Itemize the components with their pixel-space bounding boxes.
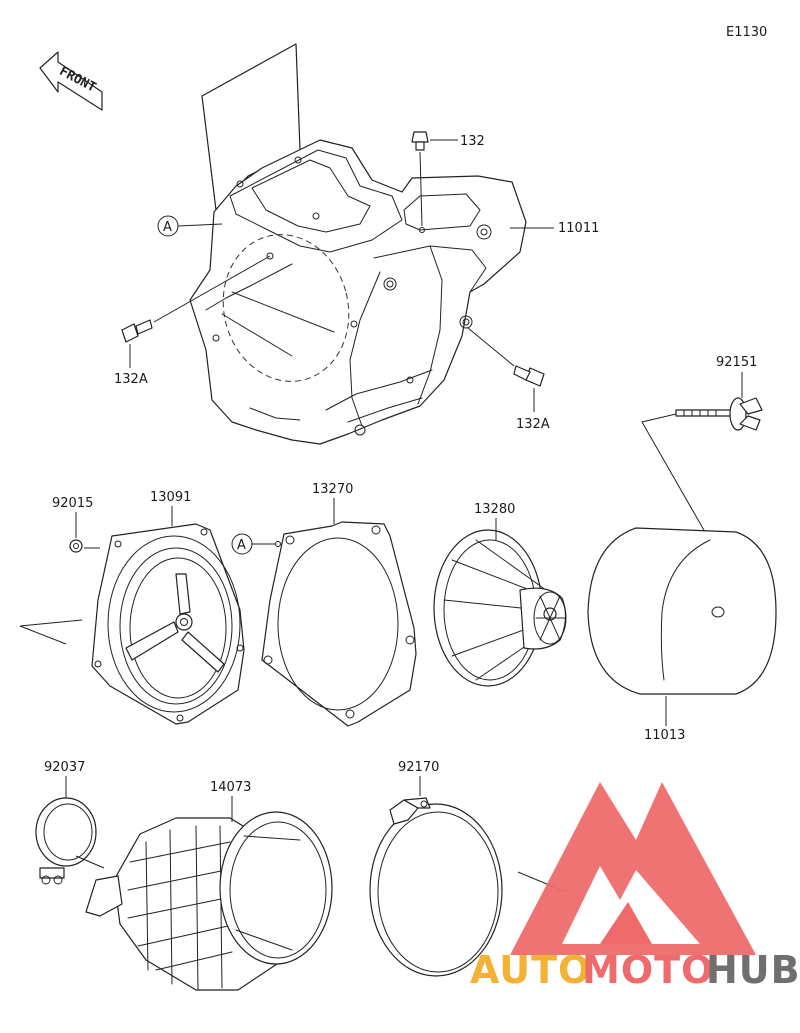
clamp-92170[interactable] — [369, 776, 567, 977]
wing-bolt-92151[interactable] — [675, 372, 763, 431]
label-92015: 92015 — [52, 496, 93, 511]
label-132: 132 — [460, 134, 485, 149]
label-13091: 13091 — [150, 490, 191, 505]
nut-92015[interactable] — [69, 512, 100, 553]
bolt-132[interactable] — [411, 131, 458, 227]
label-13270: 13270 — [312, 482, 353, 497]
logo-text-auto: AUTO — [470, 948, 591, 992]
label-14073: 14073 — [210, 780, 251, 795]
clamp-band-92037[interactable] — [35, 776, 105, 885]
gasket-13270[interactable] — [261, 498, 417, 727]
svg-text:A: A — [237, 538, 246, 553]
filter-cage-13280[interactable] — [433, 518, 567, 687]
label-11011: 11011 — [558, 221, 599, 236]
label-92151: 92151 — [716, 355, 757, 370]
automotohub-logo: AUTO MOTO HUB — [470, 782, 800, 992]
logo-text-moto: MOTO — [582, 948, 714, 992]
bolt-132a-right[interactable] — [467, 327, 545, 412]
bolt-132a-left[interactable] — [121, 255, 271, 368]
air-filter-element-11013[interactable] — [587, 527, 777, 726]
label-13280: 13280 — [474, 502, 515, 517]
front-direction-icon: FRONT — [39, 51, 103, 111]
label-11013: 11013 — [644, 728, 685, 743]
diagram-code: E1130 — [726, 25, 767, 40]
ref-marker-a-mid: A — [231, 533, 281, 555]
label-92037: 92037 — [44, 760, 85, 775]
air-duct-14073[interactable] — [85, 796, 333, 991]
ref-marker-a-top: A — [157, 215, 223, 237]
label-132a-right: 132A — [516, 417, 550, 432]
label-92170: 92170 — [398, 760, 439, 775]
svg-text:A: A — [163, 220, 172, 235]
logo-text-hub: HUB — [706, 948, 800, 992]
air-cleaner-housing-11011[interactable] — [189, 43, 527, 445]
label-132a-left: 132A — [114, 372, 148, 387]
air-filter-holder-13091[interactable] — [19, 506, 245, 725]
